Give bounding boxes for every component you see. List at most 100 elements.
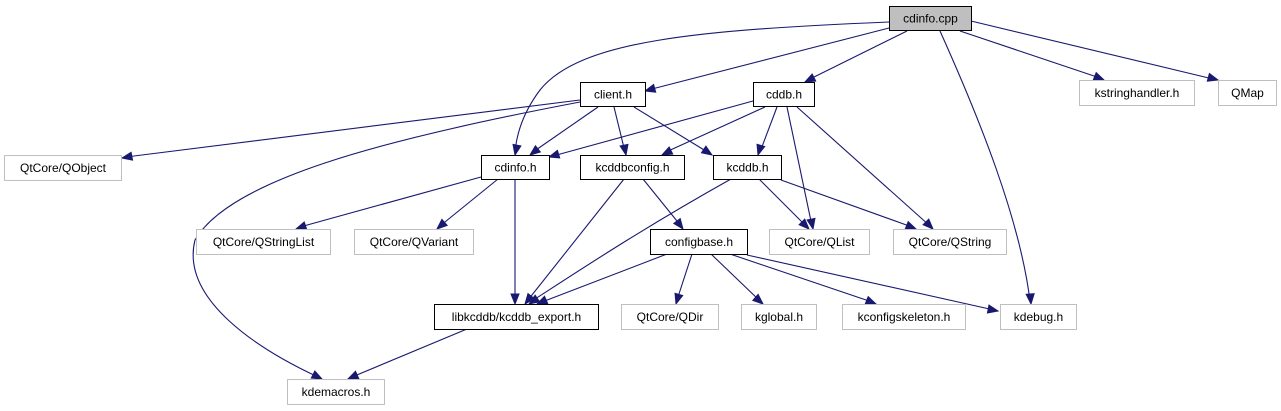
- node-box: [354, 229, 474, 255]
- node-box[interactable]: [481, 155, 550, 180]
- node-box: [621, 304, 719, 330]
- arrowhead-icon: [294, 221, 308, 231]
- node-label: client.h: [594, 88, 632, 102]
- node-kcddbconfig-h[interactable]: kcddbconfig.h: [580, 155, 685, 180]
- edge-line: [786, 106, 813, 227]
- node-kcddb-export-h[interactable]: libkcddb/kcddb_export.h: [434, 304, 599, 330]
- edge-kcddb-export-h-to-kdemacros-h: [346, 328, 468, 380]
- arrowhead-icon: [660, 146, 674, 156]
- edge-line: [759, 106, 778, 153]
- edge-client-h-to-cdinfo-h: [528, 106, 599, 156]
- edge-kcddb-h-to-qlist: [758, 178, 810, 230]
- arrowhead-icon: [547, 149, 561, 159]
- node-box: [287, 379, 385, 405]
- edges-layer: [120, 20, 1220, 380]
- node-label: kstringhandler.h: [1095, 86, 1180, 100]
- node-box: [741, 304, 817, 330]
- arrowhead-icon: [1092, 71, 1106, 81]
- arrowhead-icon: [435, 218, 449, 230]
- arrowhead-icon: [864, 295, 878, 305]
- node-box[interactable]: [713, 155, 782, 180]
- arrowhead-icon: [756, 143, 766, 157]
- node-box: [1218, 80, 1277, 106]
- arrowhead-icon: [120, 151, 134, 161]
- node-kdemacros-h: kdemacros.h: [287, 379, 385, 405]
- edge-client-h-to-kcddbconfig-h: [613, 106, 629, 157]
- node-label: QtCore/QString: [909, 235, 992, 249]
- node-client-h[interactable]: client.h: [580, 82, 646, 107]
- arrowhead-icon: [512, 143, 522, 157]
- node-box[interactable]: [580, 82, 646, 107]
- edge-line: [633, 106, 710, 154]
- edge-line: [796, 106, 931, 227]
- node-label: kdemacros.h: [302, 385, 371, 399]
- edge-line: [351, 328, 468, 378]
- edge-cddb-h-to-kcddbconfig-h: [660, 106, 766, 156]
- node-kglobal-h: kglobal.h: [741, 304, 817, 330]
- edge-kcddbconfig-h-to-kcddb-export-h: [524, 178, 625, 306]
- node-qobject: QtCore/QObject: [4, 155, 122, 181]
- edge-line: [959, 30, 1101, 79]
- node-box: [196, 229, 331, 255]
- edge-configbase-h-to-kcddb-export-h: [535, 253, 668, 305]
- node-label: configbase.h: [665, 235, 733, 249]
- arrowhead-icon: [674, 292, 684, 306]
- node-label: QtCore/QStringList: [213, 235, 315, 249]
- edge-client-h-to-kdemacros-h: [192, 101, 581, 380]
- edge-line: [970, 20, 1214, 80]
- edge-cddb-h-to-cdinfo-h: [547, 100, 754, 159]
- edge-line: [552, 100, 754, 157]
- edge-line: [642, 178, 682, 227]
- node-box[interactable]: [434, 304, 599, 330]
- edge-line: [532, 106, 599, 153]
- arrowhead-icon: [751, 293, 765, 305]
- edge-kcddb-h-to-kcddb-export-h: [527, 178, 732, 305]
- node-kdebug-h: kdebug.h: [1000, 304, 1077, 330]
- edge-cdinfo-h-to-kcddb-export-h: [510, 179, 520, 306]
- node-box[interactable]: [580, 155, 685, 180]
- edge-cdinfo-cpp-to-qmap: [970, 20, 1220, 82]
- arrowhead-icon: [535, 295, 549, 305]
- arrowhead-icon: [798, 218, 810, 230]
- arrowhead-icon: [346, 370, 360, 380]
- edge-line: [939, 30, 1031, 302]
- node-configbase-h[interactable]: configbase.h: [650, 229, 748, 255]
- node-box[interactable]: [650, 229, 748, 255]
- edge-kcddbconfig-h-to-configbase-h: [642, 178, 684, 231]
- arrowhead-icon: [528, 144, 542, 156]
- node-label: QtCore/QVariant: [370, 235, 459, 249]
- edge-cdinfo-cpp-to-kstringhandler-h: [959, 30, 1106, 81]
- edge-cdinfo-cpp-to-kdebug-h: [939, 30, 1035, 306]
- node-cdinfo-h[interactable]: cdinfo.h: [481, 155, 550, 180]
- node-label: QtCore/QDir: [637, 310, 704, 324]
- edge-cdinfo-h-to-qstringlist: [294, 176, 482, 231]
- arrowhead-icon: [986, 304, 1000, 314]
- edge-line: [710, 253, 761, 302]
- node-qstring: QtCore/QString: [893, 229, 1007, 255]
- edge-client-h-to-kcddb-h: [633, 106, 714, 156]
- arrowhead-icon: [672, 217, 684, 231]
- node-kconfigskeleton-h: kconfigskeleton.h: [842, 304, 966, 330]
- node-box[interactable]: [753, 82, 815, 107]
- node-box: [842, 304, 966, 330]
- node-label: libkcddb/kcddb_export.h: [452, 310, 581, 324]
- node-box: [889, 6, 972, 31]
- node-cddb-h[interactable]: cddb.h: [753, 82, 815, 107]
- edge-line: [527, 178, 625, 301]
- edge-configbase-h-to-qdir: [674, 253, 693, 306]
- arrowhead-icon: [510, 293, 520, 306]
- node-label: cdinfo.cpp: [903, 12, 958, 26]
- node-qdir: QtCore/QDir: [621, 304, 719, 330]
- edge-line: [541, 253, 668, 303]
- edge-cddb-h-to-kcddb-h: [756, 106, 778, 157]
- node-qlist: QtCore/QList: [769, 229, 870, 255]
- node-qstringlist: QtCore/QStringList: [196, 229, 331, 255]
- node-label: QtCore/QList: [784, 235, 855, 249]
- node-kcddb-h[interactable]: kcddb.h: [713, 155, 782, 180]
- edge-cddb-h-to-qlist: [786, 106, 816, 231]
- node-box: [4, 155, 122, 181]
- node-box: [1000, 304, 1077, 330]
- edge-line: [531, 178, 732, 302]
- edge-cdinfo-h-to-qvariant: [435, 178, 499, 230]
